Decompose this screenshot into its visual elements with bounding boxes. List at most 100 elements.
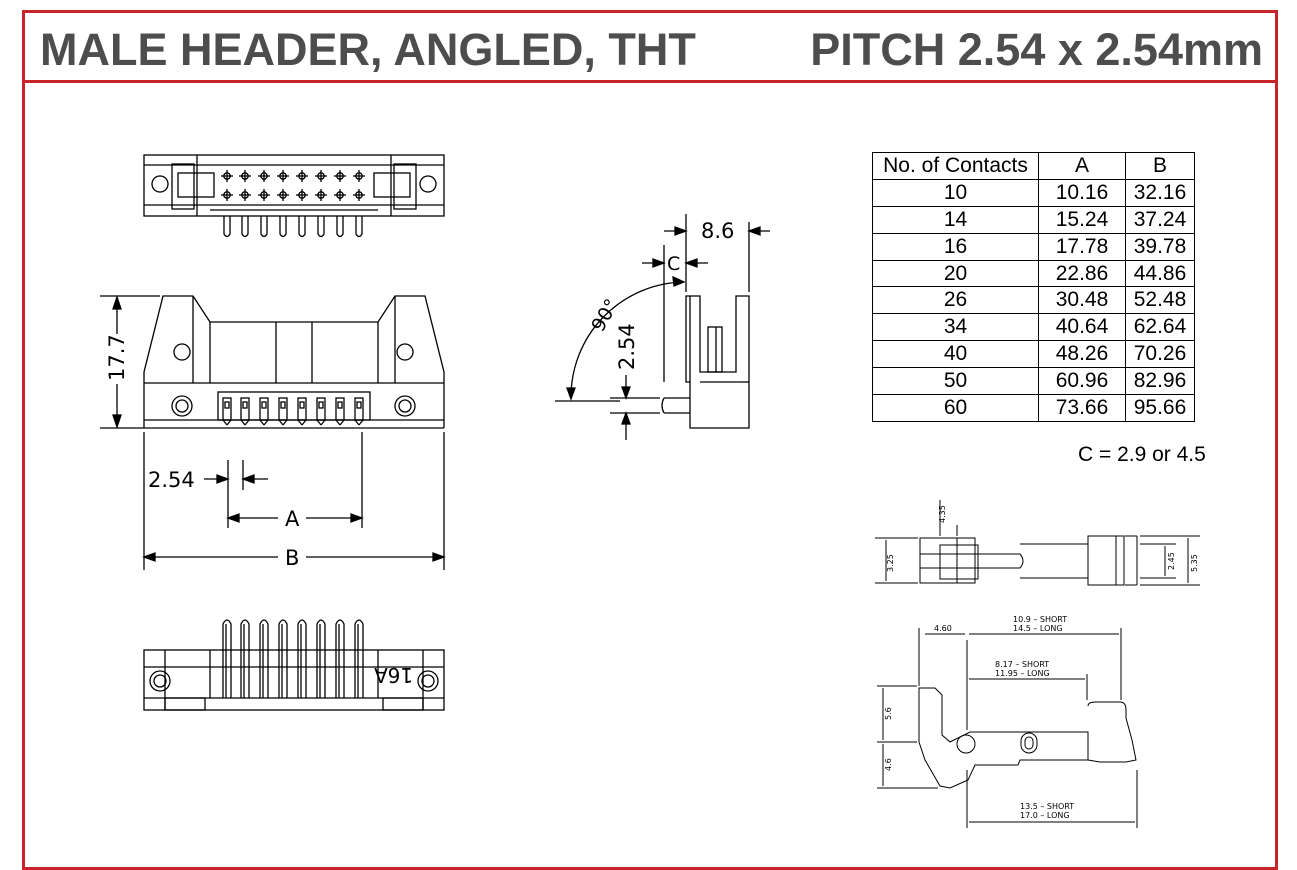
- contact-pin: [280, 401, 286, 409]
- contact-chamfer: [316, 419, 322, 426]
- top-pin-legs: [223, 216, 363, 238]
- cell-b: 70.26: [1125, 340, 1195, 369]
- cell-contacts: 14: [872, 205, 1039, 234]
- cell-b: 37.24: [1125, 205, 1195, 234]
- len2-short-label: 8.17 – SHORT: [995, 660, 1049, 669]
- contact-pin: [299, 401, 305, 409]
- pin-leg: [335, 619, 345, 698]
- contact-chamfer: [222, 419, 228, 426]
- header-contacts: No. of Contacts: [872, 152, 1039, 180]
- len2-long-label: 11.95 – LONG: [995, 669, 1050, 678]
- cell-contacts: 50: [872, 367, 1039, 396]
- dim-56-label: 5.6: [884, 707, 893, 720]
- pitch-dim-label: 2.54: [148, 468, 195, 492]
- cell-b: 62.64: [1125, 313, 1195, 342]
- table-header-row: No. of Contacts A B: [872, 152, 1195, 180]
- dim-a-label: A: [285, 507, 300, 531]
- contact-chamfer: [301, 419, 307, 426]
- cell-b: 82.96: [1125, 367, 1195, 396]
- dim-325-label: 3.25: [886, 554, 895, 572]
- contact-chamfer: [358, 419, 364, 426]
- cell-b: 39.78: [1125, 232, 1195, 261]
- len3-long-label: 17.0 – LONG: [1020, 811, 1070, 820]
- cell-a: 48.26: [1038, 340, 1126, 369]
- dim-535-label: 5.35: [1190, 554, 1199, 572]
- cell-a: 30.48: [1038, 286, 1126, 315]
- title-right: PITCH 2.54 x 2.54mm: [810, 24, 1263, 75]
- dim-460-label: 4.60: [934, 624, 952, 633]
- cell-contacts: 20: [872, 259, 1039, 288]
- contact-pin: [261, 401, 267, 409]
- contact-pin: [224, 401, 230, 409]
- pin-leg: [317, 216, 325, 238]
- cell-a: 17.78: [1038, 232, 1126, 261]
- cell-contacts: 40: [872, 340, 1039, 369]
- cell-a: 60.96: [1038, 367, 1126, 396]
- pin-leg: [260, 216, 268, 238]
- cell-b: 52.48: [1125, 286, 1195, 315]
- contact-chamfer: [297, 419, 303, 426]
- contact-chamfer: [354, 419, 360, 426]
- cell-a: 15.24: [1038, 205, 1126, 234]
- contact-chamfer: [226, 419, 232, 426]
- pin-leg: [240, 619, 250, 698]
- contact-pin: [242, 401, 248, 409]
- cell-contacts: 34: [872, 313, 1039, 342]
- latch-top-detail: 4.35 3.25 2.45 5.35: [875, 500, 1200, 586]
- contact-slot: [297, 397, 307, 421]
- cell-a: 73.66: [1038, 394, 1126, 422]
- c-dim-label: C: [667, 253, 680, 275]
- pin-leg: [298, 216, 306, 238]
- side-pitch-label: 2.54: [615, 323, 639, 370]
- pin-leg: [259, 619, 269, 698]
- cell-b: 95.66: [1125, 394, 1195, 422]
- contact-chamfer: [320, 419, 326, 426]
- pin-leg: [241, 216, 249, 238]
- contact-chamfer: [278, 419, 284, 426]
- pin-leg: [223, 216, 231, 238]
- contact-slot: [259, 397, 269, 421]
- dim-46-label: 4.6: [884, 758, 893, 771]
- pin-leg: [297, 619, 307, 698]
- len1-short-label: 10.9 – SHORT: [1013, 615, 1067, 624]
- latch-side-detail: 4.60 10.9 – SHORT 14.5 – LONG 8.17 – SHO…: [877, 615, 1138, 828]
- cell-contacts: 60: [872, 394, 1039, 422]
- header-b: B: [1125, 152, 1195, 180]
- pin-leg: [355, 216, 363, 238]
- front-contact-slots: [222, 397, 364, 426]
- contact-pin: [337, 401, 343, 409]
- dim-245-label: 2.45: [1167, 552, 1176, 570]
- contact-chamfer: [259, 419, 265, 426]
- height-dim-label: 17.7: [105, 334, 129, 381]
- contact-pin: [318, 401, 324, 409]
- contact-slot: [278, 397, 288, 421]
- pin-leg: [222, 619, 232, 698]
- pin-leg: [278, 619, 288, 698]
- contact-slot: [240, 397, 250, 421]
- depth-dim-label: 8.6: [701, 219, 734, 243]
- cell-contacts: 10: [872, 178, 1039, 207]
- dim-b-label: B: [285, 546, 299, 570]
- drawing-frame: MALE HEADER, ANGLED, THT PITCH 2.54 x 2.…: [22, 10, 1278, 870]
- top-pin-grid: [221, 170, 365, 201]
- pin-marking: 16A: [374, 663, 413, 687]
- len1-long-label: 14.5 – LONG: [1013, 624, 1063, 633]
- dim-435-label: 4.35: [938, 505, 947, 523]
- bottom-view: 16A: [143, 619, 445, 711]
- contact-chamfer: [339, 419, 345, 426]
- cell-a: 40.64: [1038, 313, 1126, 342]
- len3-short-label: 13.5 – SHORT: [1020, 802, 1074, 811]
- contact-chamfer: [263, 419, 269, 426]
- pin-leg: [354, 619, 364, 698]
- contact-chamfer: [244, 419, 250, 426]
